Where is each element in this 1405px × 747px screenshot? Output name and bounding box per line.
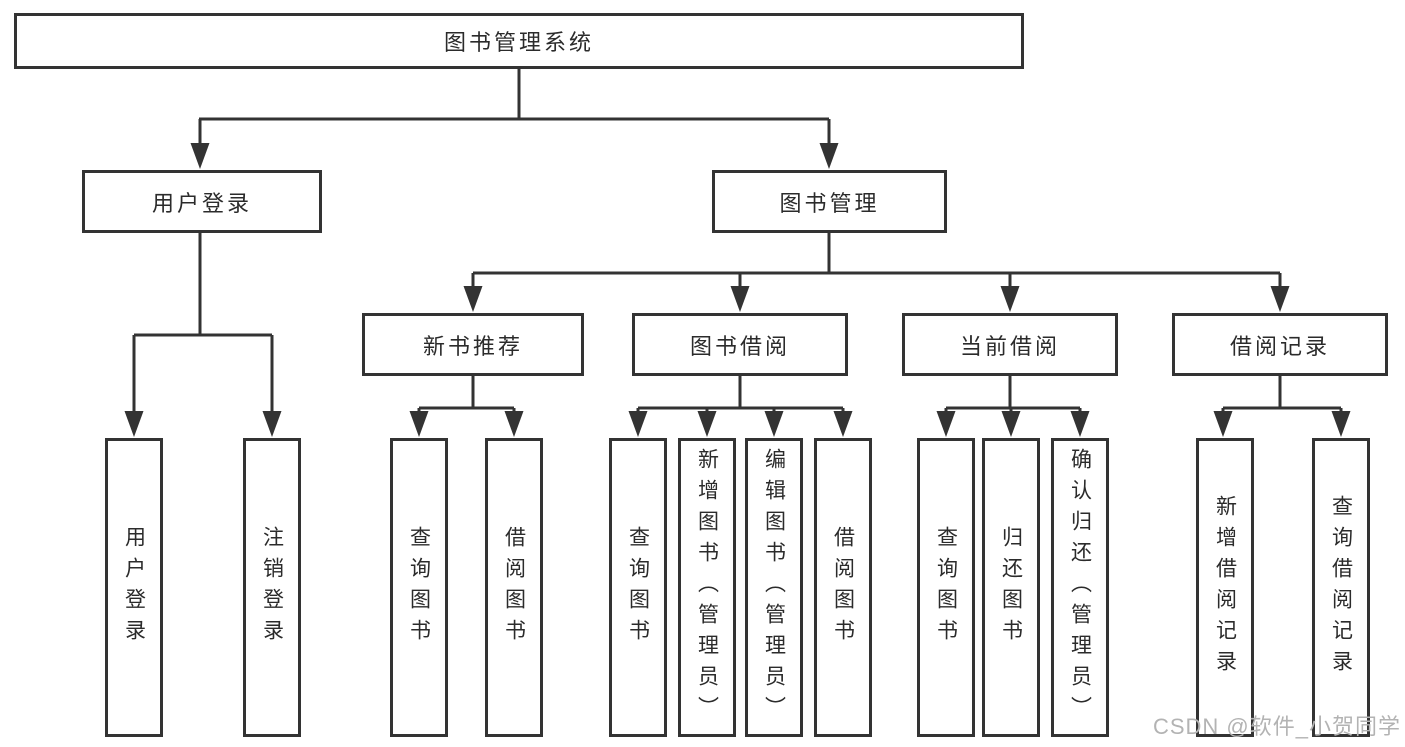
leaf-query-borrow-record: 查询借阅记录 bbox=[1312, 438, 1370, 737]
node-label: 新书推荐 bbox=[422, 333, 523, 359]
node-label: 借阅图书 bbox=[831, 525, 855, 650]
node-label: 新增图书（管理员） bbox=[695, 448, 719, 727]
node-label: 用户登录 bbox=[151, 190, 252, 216]
node-label: 用户登录 bbox=[122, 525, 146, 650]
node-current-borrowing: 当前借阅 bbox=[902, 313, 1118, 376]
node-label: 查询图书 bbox=[626, 525, 650, 650]
node-label: 当前借阅 bbox=[959, 333, 1060, 359]
leaf-query-books-recommend: 查询图书 bbox=[390, 438, 448, 737]
node-label: 新增借阅记录 bbox=[1213, 494, 1237, 681]
node-user-login: 用户登录 bbox=[82, 170, 322, 233]
leaf-add-books-admin: 新增图书（管理员） bbox=[678, 438, 736, 737]
watermark-text: CSDN @软件_小贺同学 bbox=[1152, 714, 1401, 739]
node-label: 确认归还（管理员） bbox=[1068, 448, 1092, 727]
leaf-query-books-borrow: 查询图书 bbox=[609, 438, 667, 737]
leaf-query-books-current: 查询图书 bbox=[917, 438, 975, 737]
node-book-management: 图书管理 bbox=[712, 170, 947, 233]
leaf-logout: 注销登录 bbox=[243, 438, 301, 737]
leaf-user-login: 用户登录 bbox=[105, 438, 163, 737]
node-label: 图书借阅 bbox=[689, 333, 790, 359]
leaf-return-books: 归还图书 bbox=[982, 438, 1040, 737]
node-label: 查询借阅记录 bbox=[1329, 494, 1353, 681]
leaf-borrow-books-recommend: 借阅图书 bbox=[485, 438, 543, 737]
node-label: 查询图书 bbox=[934, 525, 958, 650]
node-root-system: 图书管理系统 bbox=[14, 13, 1024, 69]
node-label: 查询图书 bbox=[407, 525, 431, 650]
leaf-borrow-books: 借阅图书 bbox=[814, 438, 872, 737]
node-new-book-recommendation: 新书推荐 bbox=[362, 313, 584, 376]
node-label: 归还图书 bbox=[999, 525, 1023, 650]
node-borrowing-records: 借阅记录 bbox=[1172, 313, 1388, 376]
node-label: 注销登录 bbox=[260, 525, 284, 650]
leaf-confirm-return-admin: 确认归还（管理员） bbox=[1051, 438, 1109, 737]
leaf-edit-books-admin: 编辑图书（管理员） bbox=[745, 438, 803, 737]
leaf-add-borrow-record: 新增借阅记录 bbox=[1196, 438, 1254, 737]
node-label: 编辑图书（管理员） bbox=[762, 448, 786, 727]
node-book-borrowing: 图书借阅 bbox=[632, 313, 848, 376]
node-label: 图书管理系统 bbox=[443, 30, 594, 55]
node-label: 借阅图书 bbox=[502, 525, 526, 650]
node-label: 图书管理 bbox=[779, 190, 880, 216]
node-label: 借阅记录 bbox=[1229, 333, 1330, 359]
